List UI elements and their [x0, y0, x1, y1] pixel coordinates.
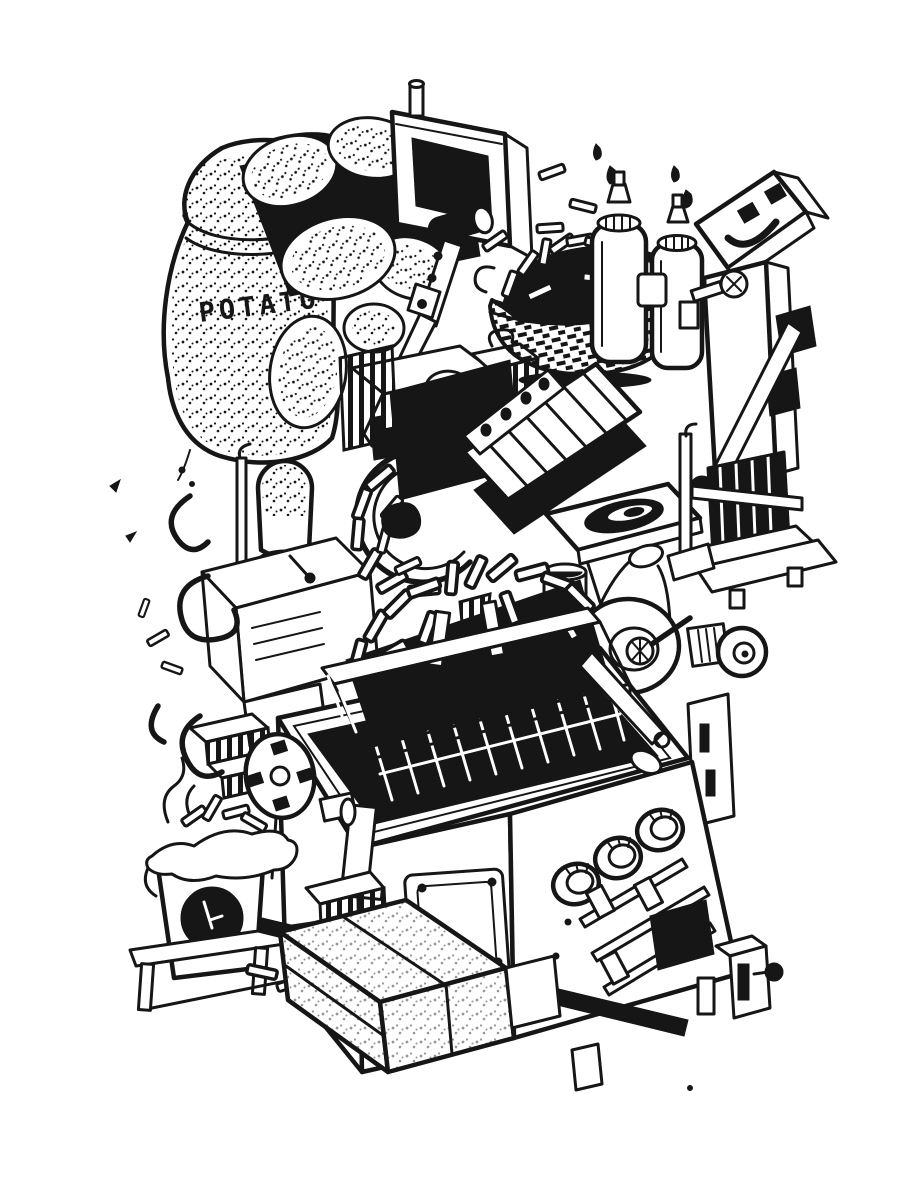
- illustration: POTATO: [40, 16, 899, 1180]
- slider-track-2: [590, 885, 711, 963]
- drawing-canvas: POTATO: [109, 79, 838, 1092]
- bin-liner: [145, 829, 299, 882]
- slat-rack-left: [338, 344, 398, 452]
- antenna: [408, 79, 425, 118]
- mustard-bottle: [636, 193, 705, 371]
- cinder-blocks: [277, 897, 562, 1075]
- roller: [427, 205, 494, 244]
- valve-wheel: [243, 731, 317, 880]
- conveyor-ramp: [461, 361, 647, 535]
- spout-hole: [629, 748, 663, 776]
- bottle-bracket: [636, 272, 668, 308]
- panel-knobs: [550, 807, 686, 907]
- machine-leg: [570, 1042, 604, 1092]
- basket-handle: [578, 650, 671, 749]
- robot-smile: [724, 218, 780, 248]
- wire-fry-basket: [320, 606, 671, 802]
- smiley-robot: [678, 169, 838, 610]
- drop-table: [543, 481, 704, 604]
- slider-handle-1: [584, 883, 617, 920]
- slider-handle-2: [632, 875, 665, 912]
- robot-face: [724, 182, 787, 248]
- potato-peels: [109, 478, 240, 779]
- knob-2: [592, 835, 644, 881]
- side-switch-box: [714, 934, 784, 1020]
- floor-speck: [687, 1085, 693, 1091]
- support-post: [666, 422, 804, 582]
- deep-fryer: NS: [243, 551, 784, 1092]
- ketchup-bottle: [589, 170, 649, 365]
- motor: [686, 622, 769, 679]
- press-piston: [255, 458, 315, 560]
- slider-handle-3: [598, 949, 631, 986]
- panel-sliders: [542, 857, 717, 997]
- perforated-strap: [462, 368, 566, 456]
- robot-crank: [678, 269, 749, 330]
- knob-3: [634, 807, 686, 853]
- hopper-frame: [389, 79, 534, 260]
- robot-base: [686, 450, 838, 610]
